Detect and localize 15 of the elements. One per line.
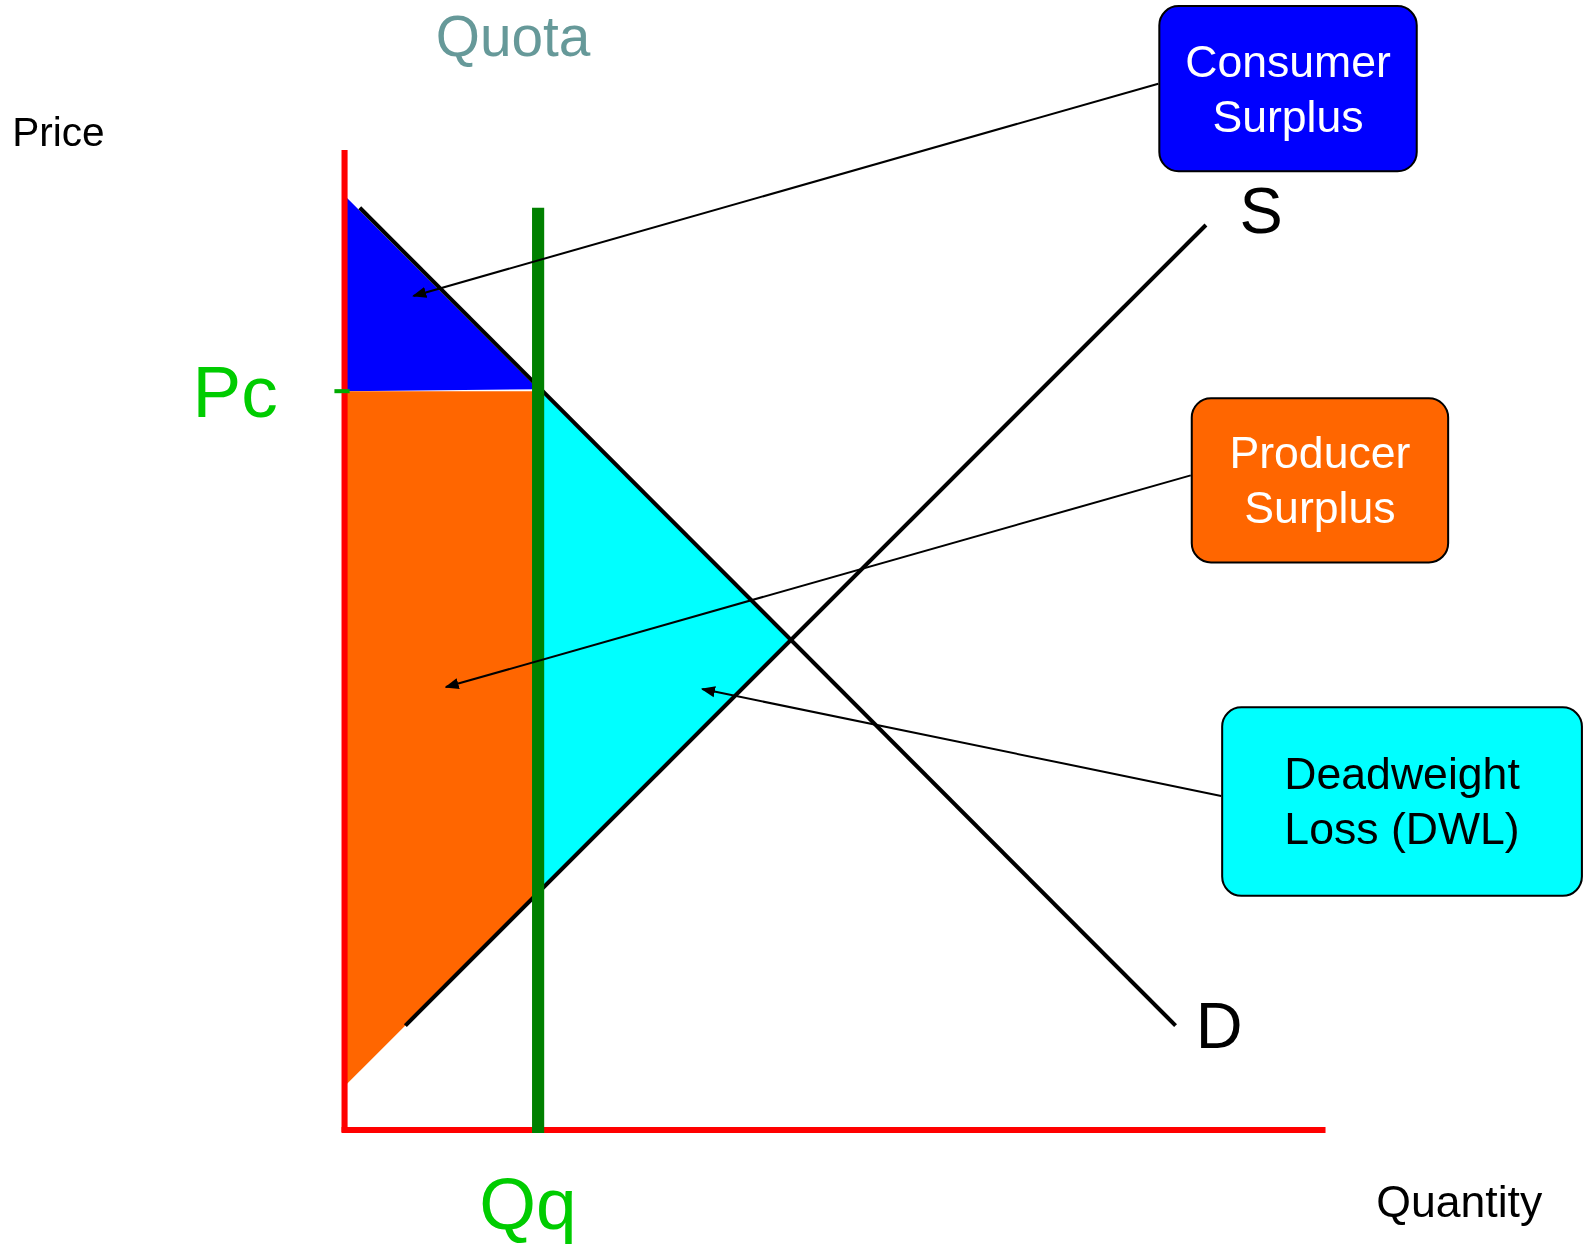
leader-line	[412, 82, 1159, 298]
leader-line	[444, 474, 1191, 690]
callout-box	[1158, 5, 1418, 173]
chart-title: Quota	[435, 8, 591, 65]
callout-box	[1221, 706, 1583, 897]
callout-box	[1190, 397, 1450, 564]
callout-text: Producer Surplus	[1228, 426, 1412, 535]
callout-text: Consumer Surplus	[1184, 35, 1392, 143]
price-label: Pc	[192, 354, 278, 428]
curve-label: D	[1195, 993, 1243, 1058]
axis-title: Price	[12, 111, 105, 152]
callout-text: Deadweight Loss (DWL)	[1283, 747, 1521, 856]
curve-label: S	[1239, 178, 1283, 244]
leader-line	[700, 686, 1222, 797]
axis-title: Quantity	[1376, 1179, 1543, 1225]
